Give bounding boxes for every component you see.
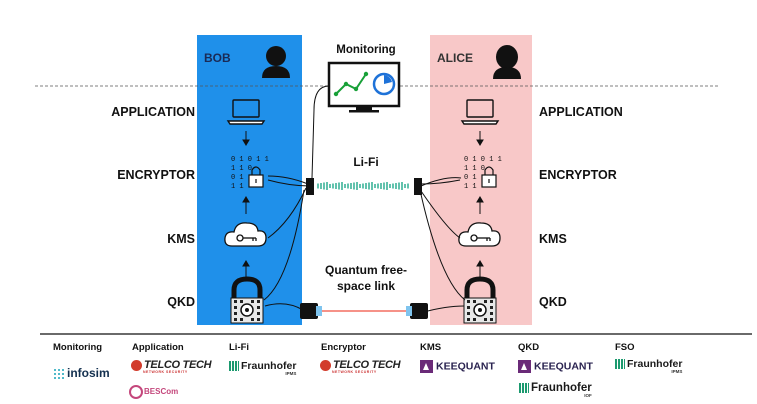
bob-arrows [242,131,250,278]
alice-binary-text: 0 1 0 1 1 1 1 0 0 1 1 1 [464,156,502,191]
lifi-transceiver-bob [306,178,314,195]
lifi-label: Li-Fi [353,155,379,169]
partner-heading-lifi: Li-Fi [229,342,250,353]
partner-heading-monitoring: Monitoring [53,342,103,353]
logo-infosim: infosim [53,366,110,380]
logo-keequant-qkd: KEEQUANT [518,360,593,373]
partner-heading-qkd: QKD [518,342,540,353]
partner-heading-fso: FSO [615,342,635,353]
alice-qkd-lock-icon [463,276,497,324]
quantum-link-label-line1: Quantum free- [324,263,408,277]
alice-cloud-key-icon [458,222,501,247]
layer-label-encryptor-right: ENCRYPTOR [539,168,617,182]
layer-label-application-right: APPLICATION [539,105,623,119]
monitoring-label: Monitoring [336,44,396,56]
monitoring-screen-icon [327,61,401,113]
lifi-beam [317,182,409,190]
bob-person-icon [262,46,290,78]
partner-heading-kms: KMS [420,342,442,353]
logo-keequant-kms: KEEQUANT [420,360,495,373]
logo-bescom: BESCom [129,385,178,399]
alice-person-icon [493,45,521,79]
alice-title: ALICE [437,51,473,65]
partner-heading-application: Application [132,342,184,353]
bob-padlock-icon [248,166,264,188]
svg-text:0 1: 0 1 [464,174,477,182]
bob-title: BOB [204,51,231,65]
svg-text:1 1 0: 1 1 0 [231,165,252,173]
bob-binary-text: 0 1 0 1 1 1 1 0 0 1 1 1 [231,156,269,191]
alice-arrows [476,131,484,278]
alice-padlock-icon [481,166,497,188]
layer-label-encryptor-left: ENCRYPTOR [117,168,195,182]
svg-text:0 1 0 1 1: 0 1 0 1 1 [231,156,269,164]
fso-link [300,303,428,319]
bob-laptop-icon [226,99,266,125]
bob-cloud-key-icon [224,222,267,247]
layer-label-application-left: APPLICATION [111,105,195,119]
alice-laptop-icon [460,99,500,125]
svg-text:1 1 0: 1 1 0 [464,165,485,173]
layer-label-qkd-right: QKD [539,295,567,309]
svg-text:0 1 0 1 1: 0 1 0 1 1 [464,156,502,164]
layer-label-qkd-left: QKD [167,295,195,309]
svg-text:1 1: 1 1 [464,183,477,191]
svg-text:1 1: 1 1 [231,183,244,191]
layer-label-kms-right: KMS [539,232,567,246]
layer-label-kms-left: KMS [167,232,195,246]
partner-heading-encryptor: Encryptor [321,342,366,353]
bob-qkd-lock-icon [230,276,264,324]
svg-text:0 1: 0 1 [231,174,244,182]
quantum-link-label-line2: space link [336,279,396,293]
lifi-transceiver-alice [414,178,422,195]
